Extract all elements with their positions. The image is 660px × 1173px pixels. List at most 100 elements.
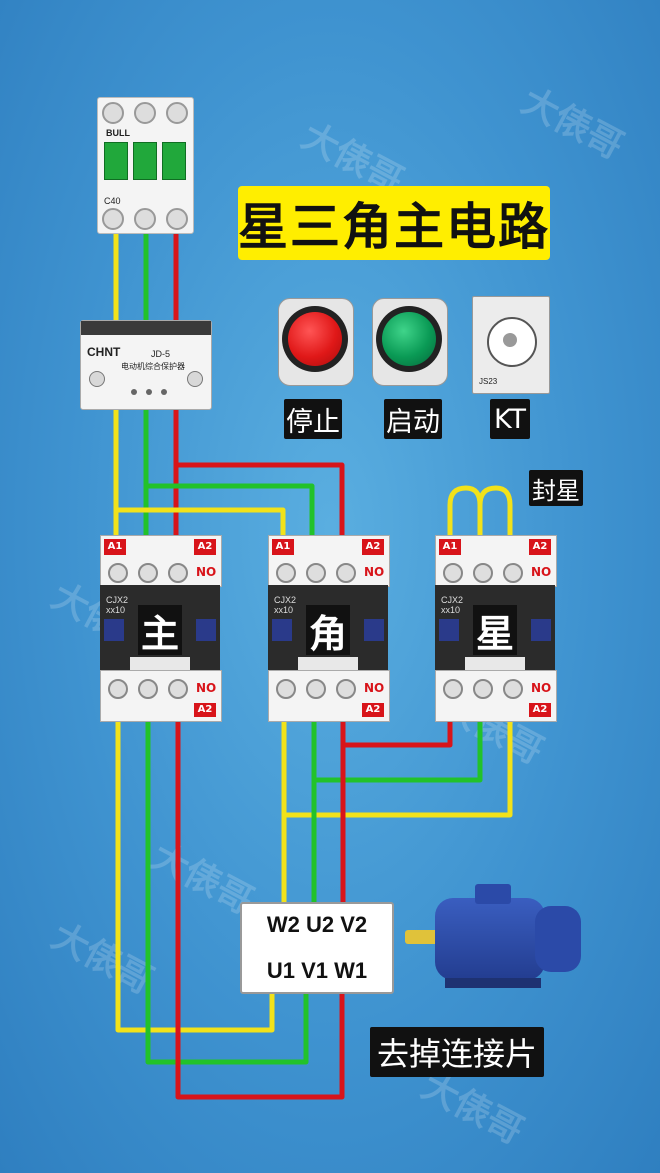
coil-a2-badge: A2 [194,703,216,717]
wire-green [145,688,309,1065]
contactor-button-icon[interactable] [298,657,358,671]
motor-endcap-icon [535,906,581,972]
coil-a1-badge: A1 [104,539,126,555]
aux-no-label: NO [196,565,217,579]
aux-no-label: NO [196,681,217,695]
contact-window-icon [272,619,292,641]
screw-icon [168,679,188,699]
contactor-model: CJX2 [274,595,297,605]
screw-icon [134,208,156,230]
screw-icon [503,563,523,583]
protector-brand: CHNT [87,345,121,359]
screw-icon [108,679,128,699]
contact-window-icon [531,619,551,641]
screw-icon [166,102,188,124]
screw-icon [503,679,523,699]
contact-window-icon [196,619,216,641]
screw-icon [138,563,158,583]
motor-icon [405,880,585,1000]
start-lens-icon [382,312,436,366]
protector-terminal-strip [81,321,211,335]
stop-button[interactable] [278,298,354,388]
contactor-rating: xx10 [106,605,126,615]
coil-a2-badge: A2 [529,703,551,717]
screw-icon [336,563,356,583]
breaker-toggles[interactable] [104,142,186,180]
timer-knob-icon [503,333,517,347]
indicator-led-row [131,389,167,397]
timer-relay[interactable]: JS23 [472,296,550,394]
breaker-terminal-row [102,102,188,124]
start-label: 启动 [384,399,442,439]
motor-shaft-icon [405,930,439,944]
contactor-rating: xx10 [441,605,461,615]
protector-description: 电动机综合保护器 [121,362,185,371]
aux-no-label: NO [364,565,385,579]
dial-icon[interactable] [187,371,203,387]
toggle-handle-icon [162,142,186,180]
protector-model: JD-5 [151,349,171,359]
contact-window-icon [104,619,124,641]
contact-window-icon [364,619,384,641]
contactor-label: 星 [473,605,517,656]
screw-icon [443,563,463,583]
coil-a2-badge: A2 [362,539,384,555]
screw-icon [306,563,326,583]
screw-icon [138,679,158,699]
wire-green [311,688,483,783]
motor-terminal-box: W2 U2 V2 U1 V1 W1 [240,902,394,994]
motor-feet-icon [445,978,541,988]
aux-no-label: NO [531,565,552,579]
screw-icon [443,679,463,699]
contactor-button-icon[interactable] [465,657,525,671]
start-button[interactable] [372,298,448,388]
led-icon [131,389,137,395]
wire-yellow [115,688,275,1033]
screw-icon [166,208,188,230]
motor-protector: CHNT JD-5 电动机综合保护器 [80,320,212,410]
led-icon [146,389,152,395]
breaker-bottom-terminals [102,208,188,230]
toggle-handle-icon [104,142,128,180]
screw-icon [473,563,493,583]
coil-a2-badge: A2 [194,539,216,555]
screw-icon [336,679,356,699]
toggle-handle-icon [133,142,157,180]
seal-star-label: 封星 [529,470,583,506]
terminal-row-top: W2 U2 V2 [266,912,368,937]
circuit-breaker: BULL C40 [97,97,194,234]
led-icon [161,389,167,395]
contactor-model: CJX2 [441,595,464,605]
screw-icon [276,679,296,699]
contact-window-icon [439,619,459,641]
screw-icon [102,208,124,230]
contactor-button-icon[interactable] [130,657,190,671]
wire-yellow [281,688,513,818]
page-title: 星三角主电路 [238,186,550,260]
aux-no-label: NO [531,681,552,695]
wire-yellow [477,485,513,572]
coil-a1-badge: A1 [439,539,461,555]
contactor-label: 角 [306,605,350,656]
wire-red [175,688,345,1100]
screw-icon [473,679,493,699]
screw-icon [306,679,326,699]
contactor-main: A1 A2 NO CJX2 xx10 主 NO A2 [100,535,222,722]
motor-junction-icon [475,884,511,904]
contactor-rating: xx10 [274,605,294,615]
screw-icon [276,563,296,583]
coil-a2-badge: A2 [529,539,551,555]
screw-icon [168,563,188,583]
timer-label: KT [490,399,530,439]
stop-label: 停止 [284,399,342,439]
screw-icon [134,102,156,124]
breaker-rating: C40 [104,196,121,206]
aux-no-label: NO [364,681,385,695]
coil-a1-badge: A1 [272,539,294,555]
coil-a2-badge: A2 [362,703,384,717]
contactor-model: CJX2 [106,595,129,605]
contactor-delta: A1 A2 NO CJX2 xx10 角 NO A2 [268,535,390,722]
terminal-row-bottom: U1 V1 W1 [266,958,368,983]
dial-icon[interactable] [89,371,105,387]
